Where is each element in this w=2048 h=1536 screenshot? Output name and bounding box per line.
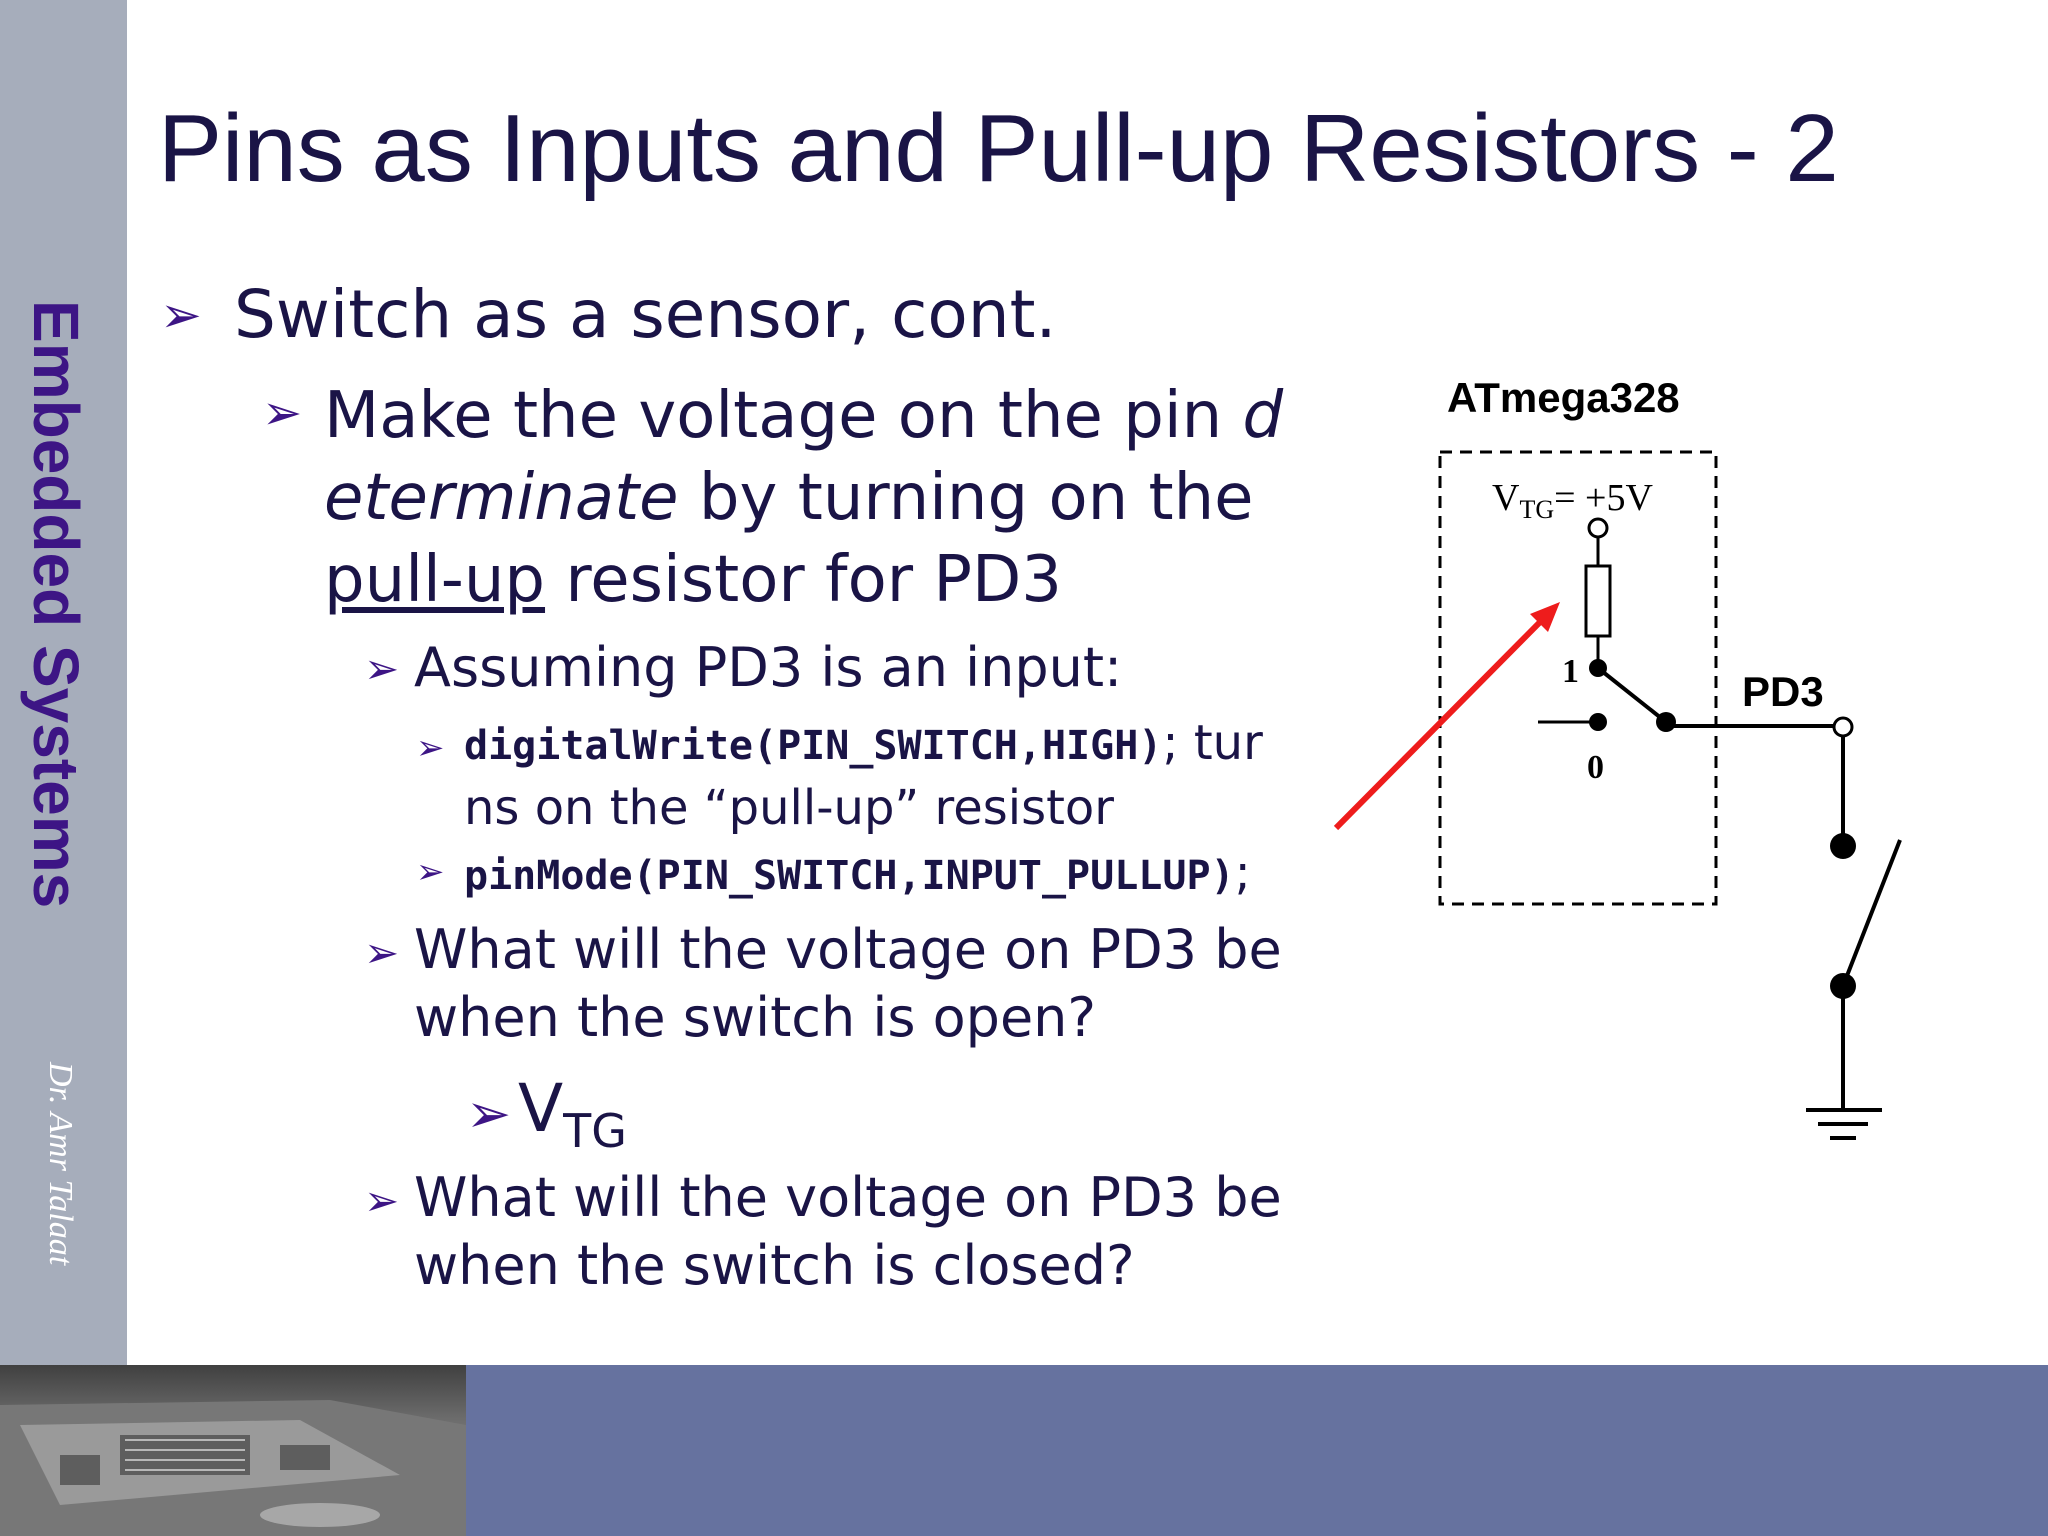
text-fragment: resistor for PD3	[545, 543, 1062, 617]
text-fragment: What will the voltage on PD3 be	[414, 918, 1282, 981]
red-pointer-arrow	[1333, 611, 1551, 831]
text-fragment: ns on the “pull-up” resistor	[464, 780, 1115, 836]
bullet-assuming-input: Assuming PD3 is an input:	[414, 636, 1123, 699]
bullet-switch-sensor: Switch as a sensor, cont.	[234, 276, 1057, 353]
position-1-label: 1	[1562, 653, 1579, 690]
course-title: Embedded Systems	[20, 300, 92, 909]
position-0-label: 0	[1587, 749, 1604, 786]
text-fragment: ;	[1234, 845, 1251, 901]
external-switch-lever	[1841, 839, 1902, 987]
text-fragment: What will the voltage on PD3 be	[414, 1166, 1282, 1229]
code-fragment: digitalWrite(PIN_SWITCH,HIGH)	[464, 723, 1163, 769]
question-switch-open: What will the voltage on PD3 be when the…	[414, 916, 1282, 1052]
code-fragment: pinMode(PIN_SWITCH,INPUT_PULLUP)	[464, 853, 1235, 899]
bullet-arrow-icon: ➢	[364, 644, 400, 693]
footer-pcb-image	[0, 1365, 466, 1536]
pullup-resistor-icon	[1584, 564, 1612, 638]
pd3-label: PD3	[1742, 668, 1824, 715]
sidebar: Embedded Systems Dr. Amr Talaat	[0, 0, 127, 1365]
bullet-arrow-icon: ➢	[262, 385, 303, 441]
bullet-arrow-icon: ➢	[364, 1176, 400, 1225]
bullet-arrow-icon: ➢	[416, 728, 445, 768]
italic-fragment: eterminate	[324, 461, 679, 535]
pd3-pin-terminal	[1832, 716, 1854, 738]
footer-bar	[466, 1365, 2048, 1536]
bullet-pullup-text: Make the voltage on the pin d eterminate…	[324, 375, 1384, 621]
question-switch-closed: What will the voltage on PD3 be when the…	[414, 1164, 1282, 1300]
slide-title: Pins as Inputs and Pull-up Resistors - 2	[158, 95, 1839, 202]
arrowhead-icon	[1530, 602, 1560, 632]
subscript-fragment: TG	[563, 1104, 627, 1158]
underlined-pullup: pull-up	[324, 543, 546, 617]
switch-pivot	[1656, 712, 1676, 732]
text-fragment: when the switch is closed?	[414, 1234, 1135, 1297]
external-switch-contact-top	[1830, 833, 1856, 859]
bullet-arrow-icon: ➢	[160, 286, 202, 344]
text-fragment: Make the voltage on the pin	[324, 379, 1243, 453]
mux-switch-arm	[1596, 666, 1668, 724]
author-name: Dr. Amr Talaat	[42, 1062, 79, 1266]
vtg-terminal	[1587, 517, 1609, 539]
ground-icon	[1806, 1108, 1882, 1140]
switch-contact-0	[1589, 713, 1607, 731]
answer-vtg: VTG	[518, 1070, 627, 1158]
bullet-arrow-icon: ➢	[364, 928, 400, 977]
bullet-arrow-icon: ➢	[416, 852, 445, 892]
text-fragment: by turning on the	[678, 461, 1254, 535]
bullet-pinmode: pinMode(PIN_SWITCH,INPUT_PULLUP);	[464, 842, 1251, 907]
bullet-arrow-icon: ➢	[466, 1082, 512, 1145]
bullet-digitalwrite: digitalWrite(PIN_SWITCH,HIGH); tur ns on…	[464, 712, 1404, 839]
vtg-label: VTG= +5V	[1492, 477, 1653, 524]
italic-fragment: d	[1242, 379, 1284, 453]
chip-boundary	[1438, 450, 1718, 906]
text-fragment: V	[518, 1070, 564, 1147]
text-fragment: ; tur	[1162, 715, 1263, 771]
text-fragment: when the switch is open?	[414, 986, 1097, 1049]
chip-label: ATmega328	[1447, 374, 1680, 421]
